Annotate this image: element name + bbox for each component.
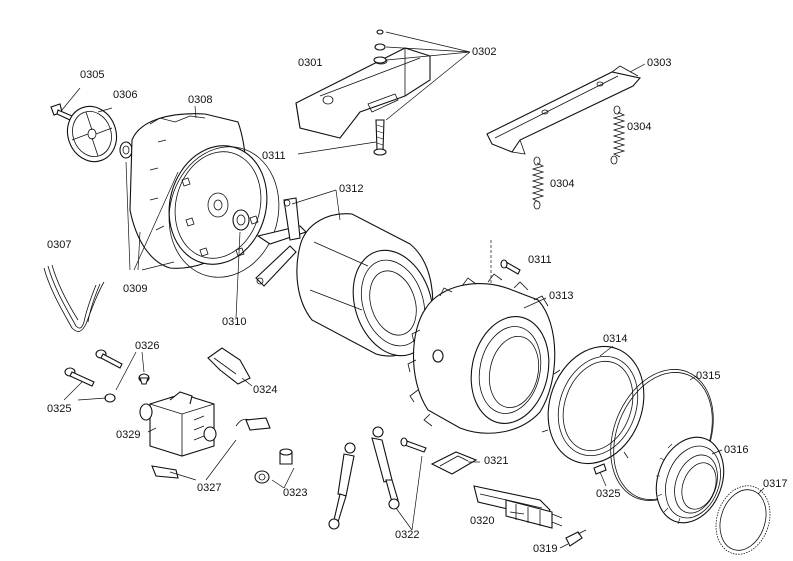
label-0304-left[interactable]: 0304 (550, 178, 575, 190)
part-0326-clip (115, 351, 150, 391)
label-0306[interactable]: 0306 (113, 89, 138, 101)
label-0319[interactable]: 0319 (533, 543, 558, 555)
part-0305-bolt (50, 87, 81, 121)
part-0307-drive-belt (43, 264, 105, 332)
part-0311-screw-right (490, 240, 521, 290)
part-0321-bracket (430, 451, 480, 475)
part-0303-crossbar (486, 63, 646, 155)
label-0304-right[interactable]: 0304 (627, 121, 652, 133)
label-0312[interactable]: 0312 (339, 183, 364, 195)
part-0313-front-tub (407, 273, 556, 434)
label-0310[interactable]: 0310 (222, 316, 247, 328)
label-0315[interactable]: 0315 (696, 370, 721, 382)
label-0322[interactable]: 0322 (395, 529, 420, 541)
label-0321[interactable]: 0321 (484, 455, 509, 467)
label-0324[interactable]: 0324 (253, 384, 278, 396)
label-0317[interactable]: 0317 (763, 478, 788, 490)
label-0307[interactable]: 0307 (47, 239, 72, 251)
label-0311-right[interactable]: 0311 (528, 254, 552, 266)
label-0305[interactable]: 0305 (80, 69, 105, 81)
label-0325-left[interactable]: 0325 (47, 403, 72, 415)
part-0325-screw-right (593, 463, 607, 487)
part-0323-bushings (254, 448, 295, 489)
part-0317-clamp-band (715, 485, 771, 555)
label-0316[interactable]: 0316 (724, 444, 749, 456)
part-0302-fasteners (373, 29, 471, 156)
label-0308[interactable]: 0308 (188, 94, 213, 106)
part-0304-spring-left (531, 156, 545, 210)
part-0325-screws-left (63, 349, 123, 403)
label-0326[interactable]: 0326 (135, 340, 160, 352)
label-0311-upper[interactable]: 0311 (262, 150, 286, 162)
part-0308-rear-tub (129, 113, 280, 278)
leader-lines-tub (125, 105, 241, 319)
part-0306-pulley (66, 105, 133, 163)
part-0324-mounting-plate (207, 347, 253, 387)
part-0322-shock-absorbers (328, 426, 427, 531)
label-0309[interactable]: 0309 (123, 283, 148, 295)
label-0325-right[interactable]: 0325 (596, 488, 621, 500)
label-0327[interactable]: 0327 (197, 482, 222, 494)
part-0320-heater (473, 485, 563, 529)
part-0319-sensor (559, 529, 587, 549)
part-0314-front-ring (541, 345, 645, 465)
label-0323[interactable]: 0323 (283, 487, 308, 499)
part-0311-screw-upper (297, 141, 377, 155)
label-0329[interactable]: 0329 (116, 429, 141, 441)
part-0327-connectors (151, 417, 271, 481)
label-0302[interactable]: 0302 (472, 46, 497, 58)
label-0320[interactable]: 0320 (470, 515, 495, 527)
label-0314[interactable]: 0314 (603, 333, 628, 345)
part-0312-drum (255, 189, 434, 357)
part-0304-spring-right (610, 105, 626, 165)
part-0329-pump-assembly (139, 391, 217, 457)
part-0316-door-seal (655, 436, 725, 525)
label-0301[interactable]: 0301 (298, 57, 323, 69)
label-0303[interactable]: 0303 (647, 57, 672, 69)
label-0313[interactable]: 0313 (549, 290, 574, 302)
